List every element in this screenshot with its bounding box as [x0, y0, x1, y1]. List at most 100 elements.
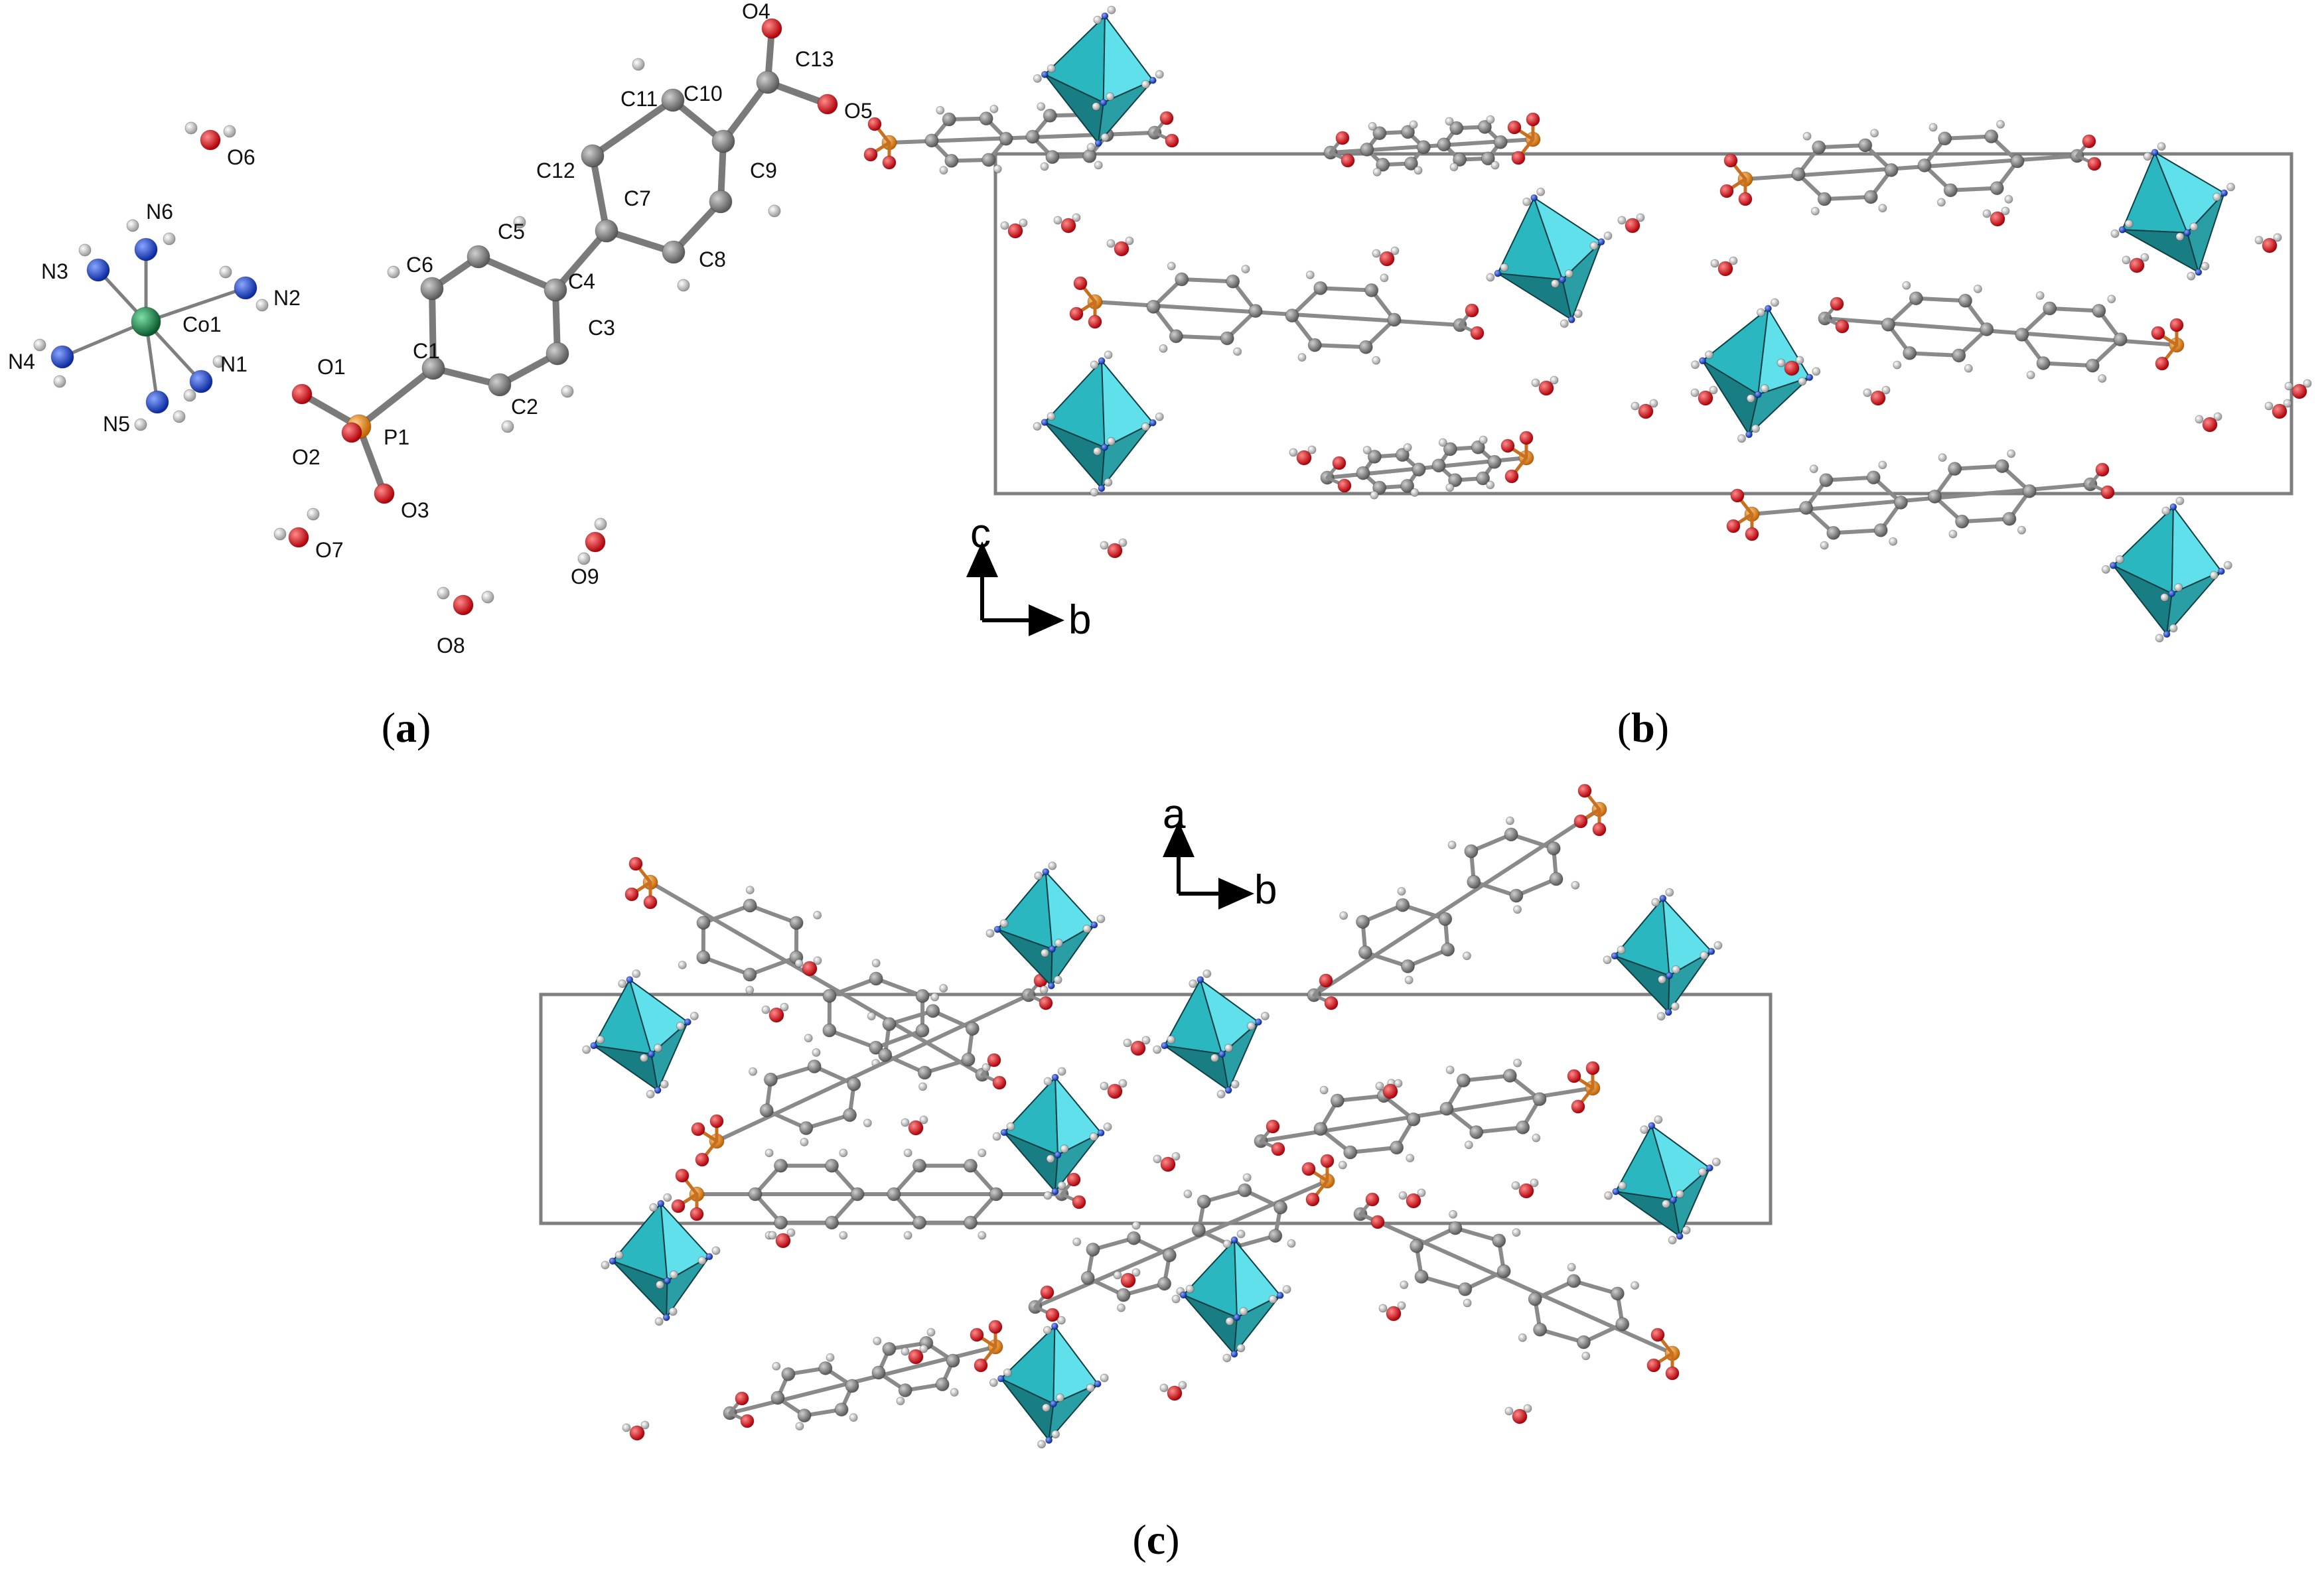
oxygen-atom — [1625, 218, 1640, 234]
carbon-atom — [912, 1215, 926, 1230]
nitrogen-atom — [2151, 149, 2159, 157]
hydrogen-atom — [1760, 384, 1769, 393]
oxygen-atom — [1341, 153, 1355, 168]
oxygen-atom — [1365, 1192, 1380, 1207]
hydrogen-atom — [1513, 1058, 1522, 1067]
nitrogen-atom — [1041, 419, 1049, 427]
hydrogen-atom — [786, 1228, 796, 1237]
hydrogen-atom — [1113, 1270, 1122, 1280]
atom-label-c13: C13 — [795, 47, 834, 71]
carbon-atom — [807, 1059, 822, 1073]
hydrogen-atom — [53, 375, 66, 388]
hydrogen-atom — [794, 959, 804, 968]
nitrogen-atom — [86, 258, 110, 282]
carbon-atom — [1471, 440, 1485, 454]
hydrogen-atom — [2115, 555, 2124, 564]
atom-label-n4: N4 — [8, 350, 35, 374]
oxygen-atom — [1040, 1285, 1054, 1300]
nitrogen-atom — [1754, 391, 1762, 399]
hydrogen-atom — [223, 125, 236, 138]
carbon-atom — [2092, 303, 2106, 318]
carbon-atom — [1376, 157, 1390, 172]
carbon-atom — [1364, 283, 1379, 298]
hydrogen-atom — [1522, 197, 1532, 206]
nitrogen-atom — [1676, 1232, 1684, 1240]
carbon-atom — [545, 342, 569, 366]
carbon-atom — [711, 129, 735, 153]
nitrogen-atom — [1098, 484, 1106, 492]
hydrogen-atom — [1054, 938, 1063, 947]
hydrogen-atom — [1216, 1089, 1226, 1099]
carbon-atom — [774, 1215, 788, 1230]
hydrogen-atom — [1048, 861, 1057, 870]
carbon-atom — [1356, 914, 1370, 929]
carbon-atom — [770, 1391, 785, 1405]
bond — [1453, 1226, 1501, 1243]
oxygen-atom — [1571, 1099, 1585, 1114]
hydrogen-atom — [1928, 123, 1938, 132]
axis-indicator-b: c b — [966, 511, 1091, 643]
oxygen-atom — [1504, 469, 1519, 484]
carbon-atom — [1390, 1140, 1404, 1155]
bond — [715, 993, 1031, 1143]
carbon-atom — [544, 278, 567, 302]
carbon-atom — [850, 1187, 865, 1201]
hydrogen-atom — [1812, 367, 1821, 376]
carbon-atom — [946, 1353, 960, 1368]
hydrogen-atom — [2122, 255, 2131, 265]
oxygen-atom — [1526, 112, 1540, 127]
carbon-atom — [1448, 1221, 1463, 1235]
hydrogen-atom — [1222, 1353, 1232, 1363]
hydrogen-atom — [780, 1002, 789, 1012]
carbon-atom — [1903, 346, 1917, 360]
nitrogen-atom — [590, 1042, 598, 1050]
bond — [356, 365, 437, 430]
atom-label-c8: C8 — [699, 247, 726, 271]
atom-label-c2: C2 — [511, 395, 538, 419]
nitrogen-atom — [2168, 589, 2176, 597]
oxygen-atom — [1500, 439, 1515, 453]
oxygen-atom — [2100, 485, 2115, 500]
octahedron-face — [1221, 1021, 1260, 1093]
carbon-atom — [1909, 291, 1923, 306]
nitrogen-atom — [1054, 1151, 1062, 1159]
hydrogen-atom — [1464, 1140, 1473, 1150]
hydrogen-atom — [1390, 246, 1400, 255]
hydrogen-atom — [1810, 206, 1820, 216]
oxygen-atom — [1830, 297, 1844, 311]
nitrogen-atom — [189, 370, 213, 393]
hydrogen-atom — [1319, 1085, 1329, 1095]
carbon-atom — [1220, 331, 1234, 346]
atom-label-o7: O7 — [315, 538, 344, 562]
hydrogen-atom — [1668, 1235, 1677, 1245]
hydrogen-atom — [163, 232, 176, 245]
oxygen-atom — [671, 1199, 686, 1213]
bond — [1538, 1328, 1586, 1345]
hydrogen-atom — [649, 1203, 658, 1212]
oxygen-atom — [585, 531, 606, 553]
hydrogen-atom — [1531, 378, 1540, 387]
hydrogen-atom — [1167, 261, 1176, 271]
hydrogen-atom — [1131, 1221, 1141, 1230]
hydrogen-atom — [577, 552, 591, 565]
hydrogen-atom — [134, 418, 147, 431]
nitrogen-atom — [1664, 1008, 1672, 1016]
hydrogen-atom — [1131, 1268, 1141, 1277]
hydrogen-atom — [1372, 356, 1381, 365]
hydrogen-atom — [999, 919, 1009, 928]
bond — [1533, 1278, 1576, 1302]
carbon-atom — [2043, 301, 2057, 316]
octahedron-face — [1048, 1383, 1098, 1442]
nitrogen-atom — [1047, 982, 1055, 990]
carbon-atom — [843, 1108, 857, 1123]
atom-label-c11: C11 — [620, 87, 658, 111]
oxygen-atom — [802, 961, 818, 977]
hydrogen-atom — [1057, 1181, 1066, 1190]
hydrogen-atom — [126, 219, 139, 232]
hydrogen-atom — [481, 590, 494, 604]
oxygen-atom — [735, 1391, 749, 1406]
hydrogen-atom — [1447, 841, 1457, 850]
hydrogen-atom — [1878, 204, 1887, 213]
atom-label-c4: C4 — [568, 269, 595, 293]
hydrogen-atom — [1486, 115, 1495, 124]
